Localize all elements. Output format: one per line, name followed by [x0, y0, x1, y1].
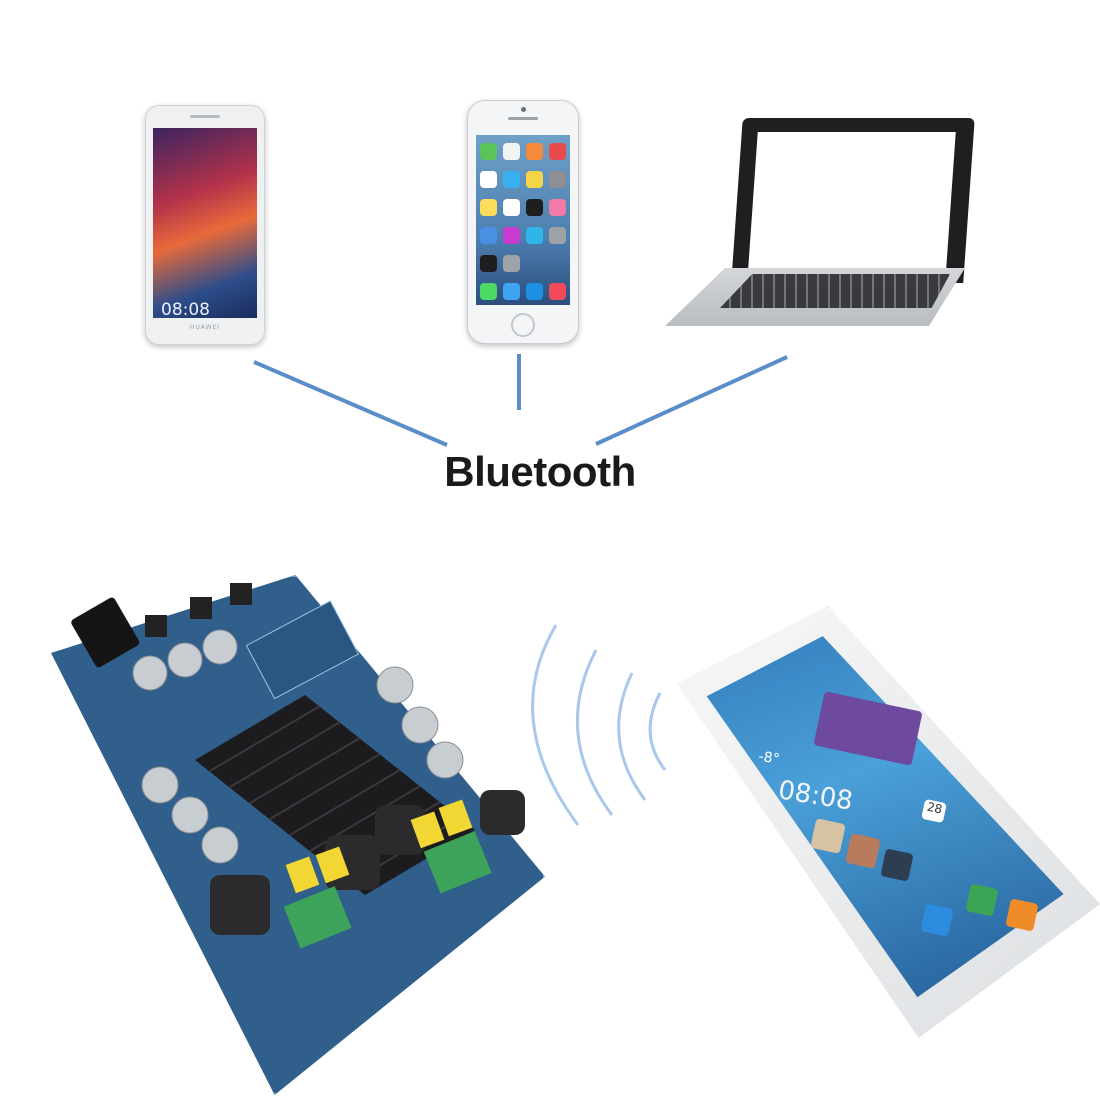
mail-app-icon: [503, 283, 520, 300]
app-icon: [480, 255, 497, 272]
contact-photo: [845, 833, 881, 869]
film-capacitors: [285, 799, 473, 894]
app-icon: [480, 171, 497, 188]
connector-line-laptop: [595, 355, 788, 446]
phone-app-icon: [480, 283, 497, 300]
signal-waves-icon: [531, 624, 667, 826]
app-icon: [480, 227, 497, 244]
home-button: [511, 313, 535, 337]
app-icon: [503, 199, 520, 216]
app-icon: [480, 199, 497, 216]
board-button: [230, 583, 252, 605]
speaker-terminals: [283, 831, 492, 949]
safari-app-icon: [526, 283, 543, 300]
android-clock: 08:08: [161, 300, 210, 320]
bluetooth-label: Bluetooth: [444, 448, 636, 495]
app-icon: [920, 903, 954, 937]
android-phone: 08:08 HUAWEI: [145, 105, 265, 345]
settings-app-icon: [880, 848, 914, 882]
app-icon: [480, 143, 497, 160]
laptop-screen: [748, 132, 956, 268]
app-icon: [549, 171, 566, 188]
app-icon: [549, 227, 566, 244]
board-components: [71, 583, 525, 949]
app-icon: [503, 227, 520, 244]
app-icon: [503, 171, 520, 188]
power-jack: [71, 597, 140, 668]
iphone: [467, 100, 579, 344]
contact-photo: [810, 818, 846, 854]
front-camera-icon: [521, 107, 526, 112]
app-icon: [503, 143, 520, 160]
music-app-icon: [549, 283, 566, 300]
smartphone: 08:08 -8° 28: [668, 606, 1100, 1038]
android-brand-logo: HUAWEI: [189, 324, 221, 331]
bluetooth-module: [245, 600, 360, 700]
board-button: [190, 597, 212, 619]
app-icon: [1005, 898, 1039, 932]
android-phone-screen: 08:08: [153, 128, 257, 320]
calendar-day-icon: 28: [921, 798, 947, 824]
laptop-keyboard: [720, 274, 950, 308]
app-icon: [503, 255, 520, 272]
app-icon: [526, 171, 543, 188]
laptop: [665, 118, 985, 330]
earpiece-speaker: [508, 117, 538, 120]
board-button: [145, 615, 167, 637]
weather-temperature: -8°: [757, 748, 781, 768]
connector-line-android: [253, 360, 448, 447]
app-icon: [549, 143, 566, 160]
app-icon: [526, 199, 543, 216]
earpiece-speaker: [190, 115, 220, 118]
app-icon: [965, 883, 999, 917]
app-icon: [526, 143, 543, 160]
bluetooth-amplifier-board: [25, 575, 545, 1095]
app-icon: [526, 227, 543, 244]
iphone-screen: [476, 135, 570, 305]
app-icon: [549, 199, 566, 216]
capacitors: [132, 629, 464, 864]
